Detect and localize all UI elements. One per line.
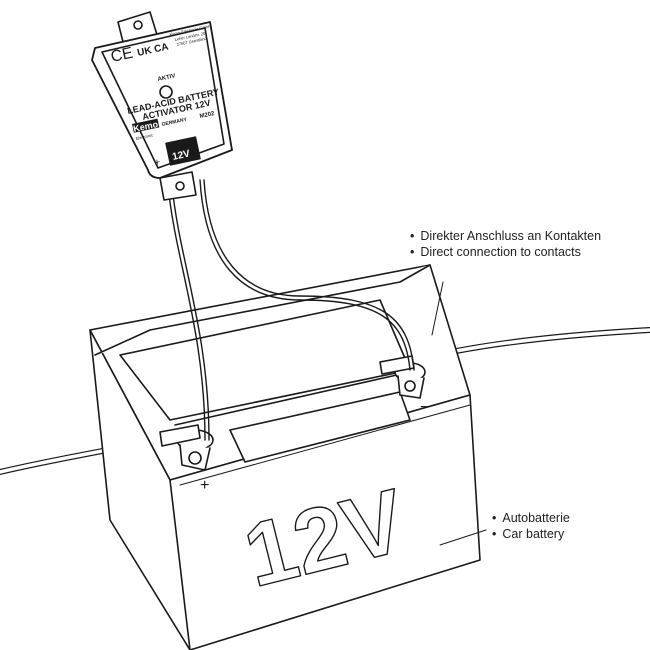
minus-terminal [379,355,426,399]
callout-connection: Direkter Anschluss an Kontakten Direct c… [410,228,601,260]
activator-wires [167,179,415,441]
callout-connection-de: Direkter Anschluss an Kontakten [410,228,601,244]
activator-device [91,11,233,201]
voltage-badge: 12V [171,148,191,163]
battery-minus-mark: − [420,399,429,416]
callout-battery-de: Autobatterie [492,510,569,526]
ce-mark: CE [109,45,134,66]
callout-battery-en: Car battery [492,526,570,542]
callout-battery: Autobatterie Car battery [492,510,570,542]
car-battery [89,264,481,650]
battery-leader-line [439,529,487,546]
device-plus-symbol: + [153,157,161,169]
battery-plus-mark: + [200,477,209,494]
model-number: M202 [199,111,216,120]
device-minus-symbol: − [208,143,216,155]
plus-terminal [159,424,214,471]
callout-connection-en: Direct connection to contacts [410,244,601,260]
brand-subtitle: Electronic [135,132,153,141]
led-label: AKTIV [157,73,176,83]
country-label: GERMANY [161,117,188,128]
connection-leader-line [431,281,444,336]
manufacturer-address-line: Leher Landstr. 20 [174,30,206,42]
manufacturer-address-line: 27607 Geestland [176,36,207,47]
